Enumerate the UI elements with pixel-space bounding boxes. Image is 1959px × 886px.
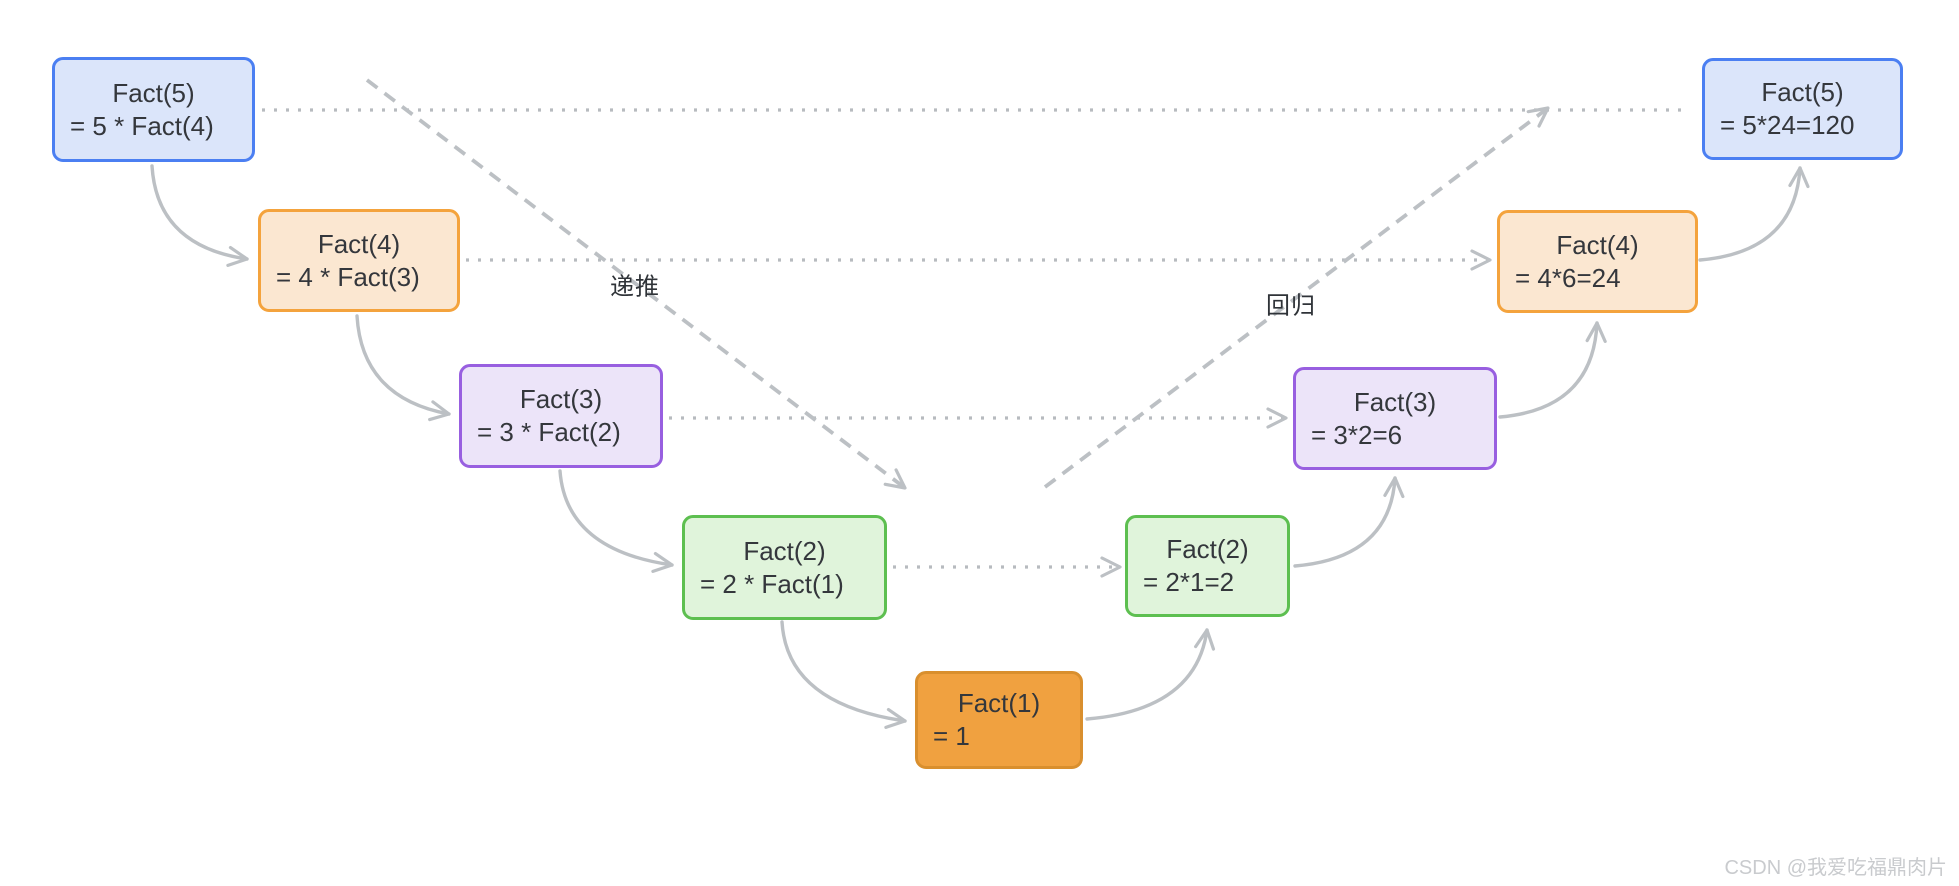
node-title: Fact(2) xyxy=(743,535,826,566)
node-fact4-call: Fact(4) = 4 * Fact(3) xyxy=(258,209,460,312)
node-formula: = 4 * Fact(3) xyxy=(276,261,420,292)
call-arrow-fact4-fact3 xyxy=(355,314,451,422)
node-formula: = 5*24=120 xyxy=(1720,110,1855,140)
node-formula: = 2 * Fact(1) xyxy=(700,568,844,599)
node-fact2-call: Fact(2) = 2 * Fact(1) xyxy=(682,515,887,620)
node-formula: = 3 * Fact(2) xyxy=(477,417,621,447)
node-formula: = 5 * Fact(4) xyxy=(70,110,214,141)
node-title: Fact(3) xyxy=(519,384,603,414)
return-arrow-fact2-fact3 xyxy=(1293,476,1405,568)
call-arrow-fact2-fact1 xyxy=(780,620,907,729)
node-title: Fact(5) xyxy=(1761,77,1844,107)
node-title: Fact(4) xyxy=(317,228,401,259)
node-fact5-call: Fact(5) = 5 * Fact(4) xyxy=(52,57,255,162)
return-dashed-arrow xyxy=(1043,106,1550,489)
return-phase-label: 回归 xyxy=(1266,292,1316,320)
node-fact3-return: Fact(3) = 3*2=6 xyxy=(1293,367,1497,470)
node-title: Fact(2) xyxy=(1166,534,1249,564)
node-title: Fact(5) xyxy=(112,77,195,108)
csdn-watermark: CSDN @我爱吃福鼎肉片 xyxy=(1724,857,1947,879)
node-fact3-call: Fact(3) = 3 * Fact(2) xyxy=(459,364,663,468)
node-formula: = 4*6=24 xyxy=(1515,262,1621,293)
call-arrow-fact5-fact4 xyxy=(150,164,249,267)
call-arrow-fact3-fact2 xyxy=(558,469,674,573)
node-fact2-return: Fact(2) = 2*1=2 xyxy=(1125,515,1290,617)
node-title: Fact(1) xyxy=(957,688,1041,718)
node-fact5-return: Fact(5) = 5*24=120 xyxy=(1702,58,1903,160)
node-fact1-base: Fact(1) = 1 xyxy=(915,671,1083,769)
node-formula: = 2*1=2 xyxy=(1143,567,1235,597)
node-formula: = 3*2=6 xyxy=(1311,419,1403,450)
node-title: Fact(4) xyxy=(1556,229,1639,260)
node-fact4-return: Fact(4) = 4*6=24 xyxy=(1497,210,1698,313)
node-formula: = 1 xyxy=(933,721,970,751)
return-arrow-fact1-fact2 xyxy=(1085,628,1216,721)
return-arrow-fact3-fact4 xyxy=(1498,321,1607,419)
recursion-dashed-arrow xyxy=(365,78,907,490)
return-arrow-fact4-fact5 xyxy=(1698,166,1810,262)
node-title: Fact(3) xyxy=(1353,386,1437,417)
recursion-phase-label: 递推 xyxy=(610,273,660,301)
